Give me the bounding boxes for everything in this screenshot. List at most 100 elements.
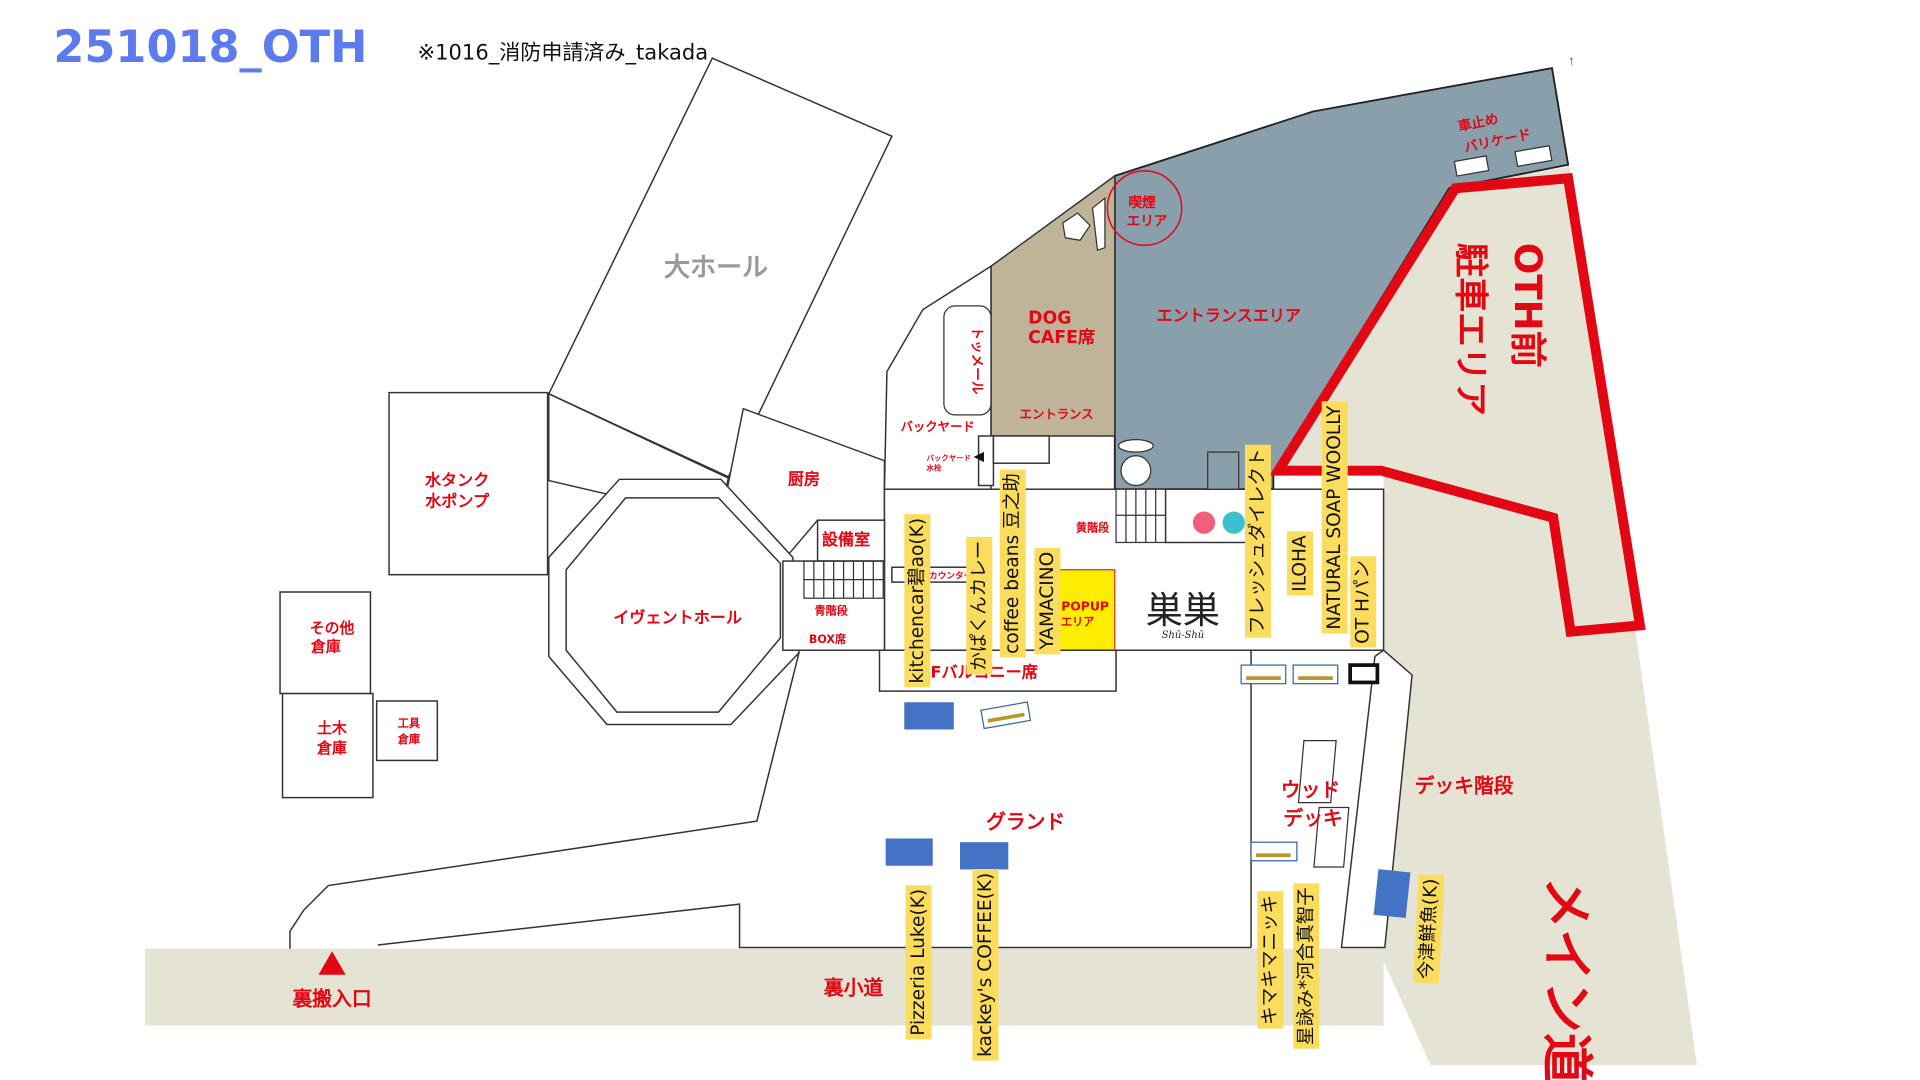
svg-text:ILOHA: ILOHA [1290,535,1311,592]
label-tool-storage: 倉庫 [397,732,420,746]
vendor-tags: kitchencar碧ao(K) かぱくんカレー coffee beans 豆之… [904,401,1445,1061]
barricade [1453,155,1490,177]
bench-table [1292,664,1339,685]
water-tank-room[interactable] [388,391,549,576]
vendor-tag[interactable]: kitchencar碧ao(K) [904,514,931,688]
kitchencar-spot [885,838,933,866]
ground-boundary [377,903,1252,949]
kitchencar-spot [904,702,954,730]
mens-toilet-icon [1222,511,1245,534]
big-hall[interactable] [547,57,893,478]
label-civil-storage: 倉庫 [316,739,347,757]
vendor-tag[interactable]: kackey's COFFEE(K) [972,868,999,1061]
vendor-tag[interactable]: フレッシュダイレクト [1244,444,1271,638]
vendor-tag[interactable]: Pizzeria Luke(K) [905,885,932,1040]
event-hall-inner [565,497,782,713]
cafe-furniture [1091,196,1106,252]
label-big-hall: 大ホール [664,253,768,283]
svg-text:Pizzeria Luke(K): Pizzeria Luke(K) [908,889,929,1036]
label-other-storage: その他 [310,619,355,637]
ground-boundary [289,652,800,949]
fixture-box [1207,451,1240,490]
label-counter: カウンター [929,569,972,581]
smoking-area-circle [1106,170,1183,246]
label-entrance-area: エントランスエリア [1156,306,1301,325]
black-box [1348,663,1380,685]
label-ground: グランド [986,811,1065,834]
label-kitchen: 厨房 [788,469,820,488]
tool-storage[interactable] [375,700,439,762]
svg-text:coffee beans 豆之助: coffee beans 豆之助 [1002,473,1023,654]
parking-area-outline [1269,173,1646,637]
label-blue-stairs: 青階段 [814,603,848,617]
shushu-logo: 巣巣 [1146,589,1220,632]
svg-text:キマキマニッキ: キマキマニッキ [1260,895,1281,1025]
map-note: ※1016_消防申請済み_takada [418,39,709,64]
label-smoking-area: エリア [1127,213,1168,229]
label-water-pump: 水ポンプ [425,492,490,511]
vendor-tag[interactable]: ILOHA [1287,531,1314,596]
rumet-room[interactable] [943,305,992,416]
label-wood-deck: ウッド [1281,778,1340,801]
label-smoking-area: 喫煙 [1128,194,1156,211]
label-water-tank: 水タンク [425,471,489,490]
fixture-round [1120,455,1152,487]
other-storage[interactable] [279,591,372,695]
svg-text:今津鮮魚(K): 今津鮮魚(K) [1416,878,1442,980]
label-backyard-faucet: 水栓 [927,463,942,473]
blue-stairs [803,560,884,599]
civil-storage[interactable] [281,692,374,799]
fixture [1117,439,1154,453]
vendor-tag[interactable]: キマキマニッキ [1257,891,1284,1029]
label-other-storage: 倉庫 [310,637,341,655]
label-wood-deck: デッキ [1283,807,1342,830]
vendor-tag[interactable]: 今津鮮魚(K) [1413,874,1445,984]
barricade [1514,145,1553,168]
map-title: 251018_OTH [53,21,367,73]
bench-table [980,701,1032,730]
label-popup: POPUP [1061,600,1109,614]
womens-toilet-icon [1192,511,1216,534]
label-backyard: バックヤード [901,420,975,434]
entrance-vestibule [992,435,1050,464]
kitchencar-spot [960,842,1009,870]
backyard-faucet-arrow-icon: ◀ [974,449,985,464]
popup-area[interactable] [1058,569,1116,651]
label-main-road: メイン道 [1535,877,1595,1080]
deck-stairs[interactable] [1340,649,1413,949]
label-popup: エリア [1061,615,1094,628]
label-dog-cafe: CAFE席 [1028,327,1095,348]
vendor-tag[interactable]: NATURAL SOAP WOOLLY [1321,401,1348,634]
vendor-tag[interactable]: OT Hパン [1350,556,1377,648]
label-parking: 駐車エリア [1450,243,1490,416]
bench-table [1240,664,1287,685]
label-backyard-faucet: バックヤード [927,453,972,463]
back-entrance-triangle-icon [318,951,346,975]
label-dog-cafe: DOG [1028,308,1071,328]
cafe-furniture [1062,212,1091,241]
vendor-tag[interactable]: coffee beans 豆之助 [999,469,1026,658]
svg-text:kackey's COFFEE(K): kackey's COFFEE(K) [975,873,996,1057]
svg-text:kitchencar碧ao(K): kitchencar碧ao(K) [907,518,928,684]
equipment-room[interactable] [816,519,886,562]
deck-steps [1297,740,1350,868]
vendor-tag[interactable]: YAMACINO [1034,548,1061,655]
main-road-area [1275,68,1697,1066]
label-back-lane: 裏小道 [823,977,884,1000]
event-hall-outer[interactable] [548,478,800,726]
label-rumet: トッメール [968,326,984,394]
svg-text:フレッシュダイレクト: フレッシュダイレクト [1247,448,1268,634]
label-entrance: エントランス [1020,408,1094,422]
svg-text:NATURAL SOAP WOOLLY: NATURAL SOAP WOOLLY [1324,405,1345,630]
svg-text:星詠み*河合真智子: 星詠み*河合真智子 [1296,887,1317,1045]
label-civil-storage: 土木 [317,719,347,737]
label-yellow-stairs: 黄階段 [1076,520,1110,534]
north-mark: ↑ [1568,53,1574,67]
back-lane-area [145,948,1384,1026]
bench-table [1250,841,1298,862]
label-tool-storage: 工具 [398,717,421,730]
label-event-hall: イヴェントホール [613,608,742,627]
vendor-tag[interactable]: 星詠み*河合真智子 [1293,883,1320,1049]
vendor-tag[interactable]: かぱくんカレー [966,536,993,675]
